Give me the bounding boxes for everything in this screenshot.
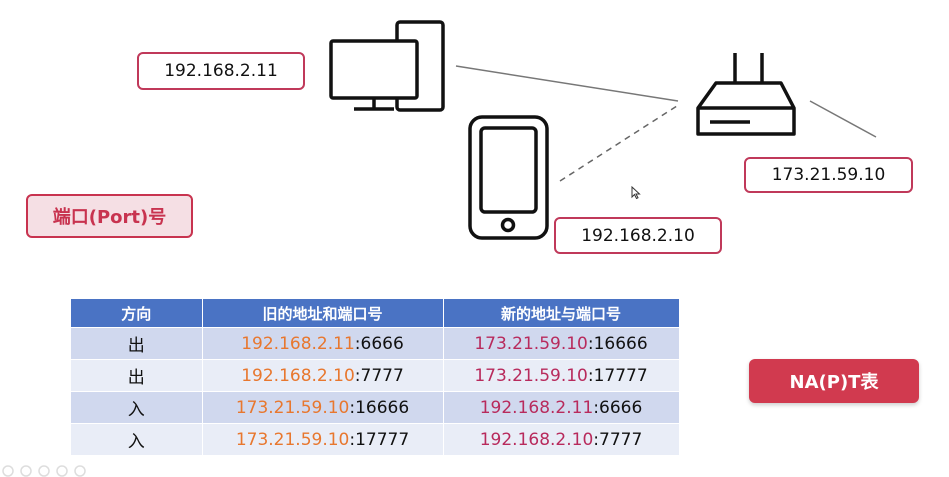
router-internet-link — [809, 100, 877, 138]
cell-new-address: 173.21.59.10:16666 — [443, 327, 680, 360]
old-ip: 173.21.59.10 — [235, 429, 350, 450]
new-port: :17777 — [587, 365, 648, 386]
new-ip: 173.21.59.10 — [474, 333, 588, 354]
pc-ip-label: 192.168.2.11 — [137, 52, 305, 90]
phone-router-link — [559, 103, 681, 182]
router-ip-label: 173.21.59.10 — [744, 157, 913, 193]
new-port: :6666 — [593, 397, 643, 418]
napt-table-button[interactable]: NA(P)T表 — [749, 359, 919, 403]
mouse-cursor-icon — [631, 186, 641, 200]
napt-table: 方向 旧的地址和端口号 新的地址与端口号 出 192.168.2.11:6666… — [71, 299, 680, 455]
old-port: :7777 — [354, 365, 404, 386]
cell-old-address: 173.21.59.10:16666 — [202, 391, 444, 424]
desktop-computer-icon — [329, 20, 445, 112]
old-port: :6666 — [354, 333, 404, 354]
table-row: 入 173.21.59.10:17777 192.168.2.10:7777 — [71, 423, 680, 455]
new-port: :16666 — [587, 333, 648, 354]
cell-direction: 入 — [71, 391, 203, 424]
old-ip: 192.168.2.10 — [241, 365, 355, 386]
cell-old-address: 192.168.2.10:7777 — [202, 359, 444, 392]
old-port: :16666 — [349, 397, 410, 418]
new-port: :7777 — [593, 429, 643, 450]
header-old-address: 旧的地址和端口号 — [202, 299, 444, 328]
new-ip: 192.168.2.10 — [479, 429, 594, 450]
table-row: 入 173.21.59.10:16666 192.168.2.11:6666 — [71, 391, 680, 424]
old-ip: 173.21.59.10 — [235, 397, 350, 418]
old-ip: 192.168.2.11 — [241, 333, 355, 354]
cell-old-address: 173.21.59.10:17777 — [202, 423, 444, 455]
presentation-toolbar — [2, 465, 86, 477]
pc-router-link — [455, 65, 679, 102]
phone-ip-label: 192.168.2.10 — [554, 217, 722, 254]
old-port: :17777 — [349, 429, 410, 450]
cell-new-address: 173.21.59.10:17777 — [443, 359, 680, 392]
cell-direction: 出 — [71, 359, 203, 392]
cell-old-address: 192.168.2.11:6666 — [202, 327, 444, 360]
cell-direction: 出 — [71, 327, 203, 360]
router-icon — [696, 53, 796, 136]
cell-new-address: 192.168.2.10:7777 — [443, 423, 680, 455]
table-header-row: 方向 旧的地址和端口号 新的地址与端口号 — [71, 299, 680, 328]
table-row: 出 192.168.2.10:7777 173.21.59.10:17777 — [71, 359, 680, 392]
new-ip: 192.168.2.11 — [479, 397, 594, 418]
new-ip: 173.21.59.10 — [474, 365, 588, 386]
header-new-address: 新的地址与端口号 — [443, 299, 680, 328]
table-row: 出 192.168.2.11:6666 173.21.59.10:16666 — [71, 327, 680, 360]
smartphone-icon — [468, 115, 549, 240]
cell-new-address: 192.168.2.11:6666 — [443, 391, 680, 424]
port-number-label: 端口(Port)号 — [26, 194, 193, 238]
cell-direction: 入 — [71, 423, 203, 455]
header-direction: 方向 — [71, 299, 203, 328]
